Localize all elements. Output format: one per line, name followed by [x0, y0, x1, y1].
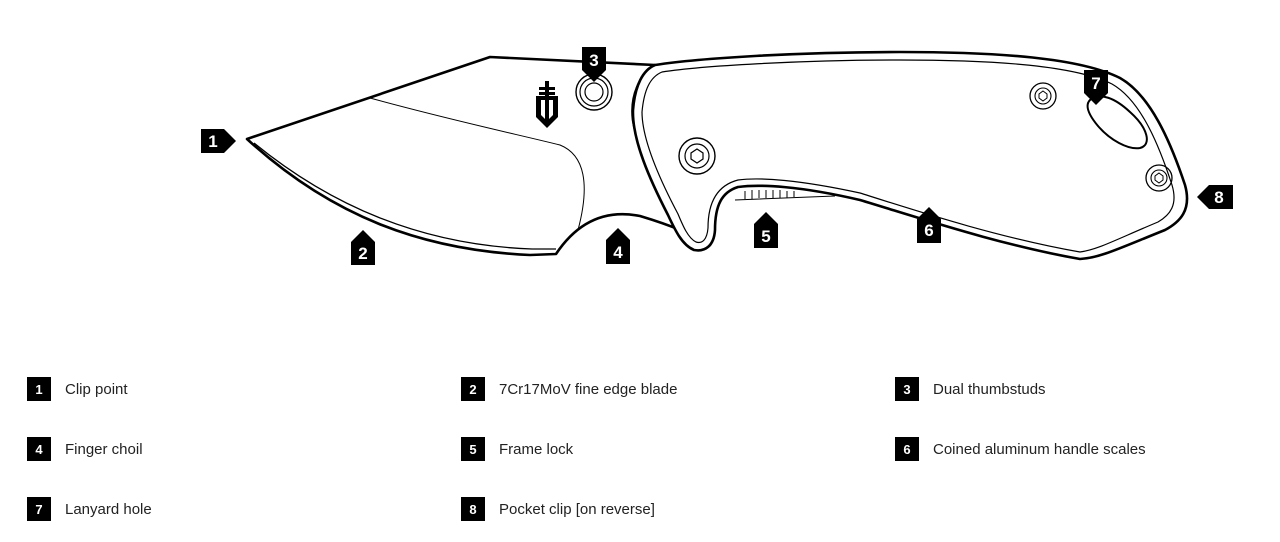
blade-grind-line	[369, 97, 585, 231]
legend-badge: 7	[27, 497, 51, 521]
svg-text:5: 5	[761, 227, 770, 246]
handle	[631, 50, 1189, 261]
legend-label: Coined aluminum handle scales	[933, 440, 1146, 458]
legend-item-4: 4 Finger choil	[27, 437, 143, 461]
legend-badge: 4	[27, 437, 51, 461]
legend-label: Clip point	[65, 380, 128, 398]
legend-badge: 2	[461, 377, 485, 401]
legend-label: Pocket clip [on reverse]	[499, 500, 655, 518]
legend-label: Finger choil	[65, 440, 143, 458]
callout-marker-5: 5	[754, 212, 778, 248]
legend-label: Lanyard hole	[65, 500, 152, 518]
legend-item-7: 7 Lanyard hole	[27, 497, 152, 521]
legend-label: 7Cr17MoV fine edge blade	[499, 380, 678, 398]
screw-rear	[1145, 164, 1173, 192]
legend-item-2: 2 7Cr17MoV fine edge blade	[461, 377, 677, 401]
callout-marker-6: 6	[917, 207, 941, 243]
callout-marker-8: 8	[1197, 185, 1233, 209]
knife-diagram: 1 2 3 4 5 6 7 8	[201, 47, 1233, 265]
legend-badge: 6	[895, 437, 919, 461]
callout-marker-4: 4	[606, 228, 630, 264]
legend-item-1: 1 Clip point	[27, 377, 128, 401]
legend-badge: 5	[461, 437, 485, 461]
svg-text:8: 8	[1214, 188, 1223, 207]
legend-item-3: 3 Dual thumbstuds	[895, 377, 1046, 401]
svg-text:3: 3	[589, 51, 598, 70]
svg-text:7: 7	[1091, 74, 1100, 93]
legend-item-8: 8 Pocket clip [on reverse]	[461, 497, 655, 521]
svg-text:6: 6	[924, 221, 933, 240]
callout-marker-7: 7	[1084, 70, 1108, 105]
legend-badge: 8	[461, 497, 485, 521]
legend-item-5: 5 Frame lock	[461, 437, 573, 461]
legend: 1 Clip point 2 7Cr17MoV fine edge blade …	[0, 360, 1280, 540]
gerber-logo-icon	[536, 81, 558, 128]
callout-marker-1: 1	[201, 129, 236, 153]
screw-top	[1029, 82, 1057, 110]
frame-lock-ridges	[734, 190, 836, 201]
legend-label: Frame lock	[499, 440, 574, 458]
legend-badge: 3	[895, 377, 919, 401]
svg-text:4: 4	[613, 243, 623, 262]
callout-marker-2: 2	[351, 230, 375, 265]
svg-text:2: 2	[358, 244, 367, 263]
blade-edge-line	[253, 142, 556, 250]
handle-outline	[631, 50, 1189, 261]
lanyard-hole	[1086, 95, 1148, 150]
screw-front	[678, 137, 716, 175]
handle-inner-line	[641, 59, 1175, 253]
callout-marker-3: 3	[582, 47, 606, 82]
svg-text:1: 1	[208, 132, 217, 151]
legend-item-6: 6 Coined aluminum handle scales	[895, 437, 1146, 461]
legend-badge: 1	[27, 377, 51, 401]
legend-label: Dual thumbstuds	[933, 380, 1046, 398]
